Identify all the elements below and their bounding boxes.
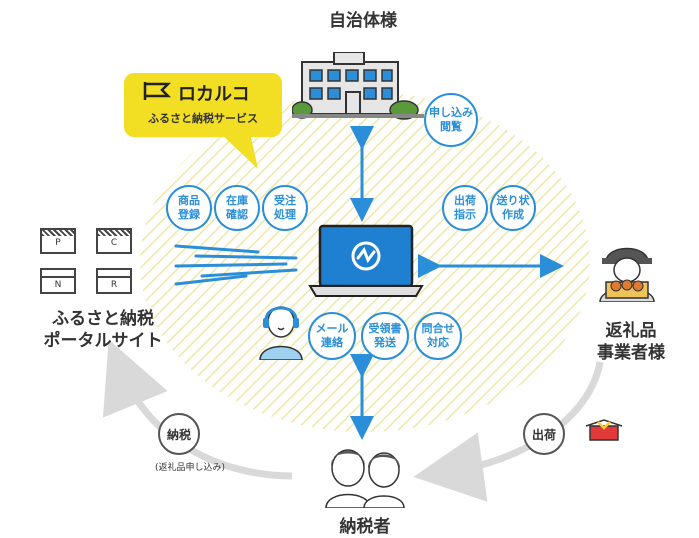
supplier-farmer-icon <box>599 247 655 302</box>
portal-label-line2: ポータルサイト <box>43 331 163 351</box>
task-bubble-email: メール連絡 <box>308 312 356 360</box>
portal-box-n: N <box>40 268 76 294</box>
task-bubble-receipt: 受領書発送 <box>361 312 409 360</box>
portal-label-line1: ふるさと納税 <box>52 309 154 329</box>
tax-payment-badge: 納税 <box>158 413 200 455</box>
callout-tail <box>220 133 258 169</box>
portal-box-r: R <box>96 268 132 294</box>
service-subtitle: ふるさと納税サービス <box>148 112 258 125</box>
portal-box-p: P <box>40 228 76 254</box>
taxpayer-people-icon <box>325 449 405 508</box>
supplier-label-line2: 事業者様 <box>597 343 665 363</box>
portal-site-icons: P C N R <box>40 228 140 300</box>
task-bubble-order-process: 受注処理 <box>262 185 308 231</box>
task-bubble-invoice-create: 送り状作成 <box>490 185 536 231</box>
support-operator-icon <box>259 306 303 360</box>
task-bubble-inquiry: 問合せ対応 <box>414 312 462 360</box>
gift-box-icon <box>585 419 623 441</box>
tax-payment-note: (返礼品申し込み) <box>154 463 226 473</box>
taxpayer-label: 納税者 <box>339 517 391 537</box>
task-bubble-stock-check: 在庫確認 <box>214 185 260 231</box>
laptop-icon <box>308 224 424 297</box>
portal-box-c: C <box>96 228 132 254</box>
municipality-task-bubble: 申し込み閲覧 <box>424 93 478 147</box>
service-logo: ロカルコ <box>142 80 272 105</box>
service-brand: ロカルコ <box>178 84 250 105</box>
shipping-badge: 出荷 <box>523 413 565 455</box>
portal-streak-lines <box>174 244 298 286</box>
task-bubble-ship-instruct: 出荷指示 <box>442 185 488 231</box>
task-bubble-product-register: 商品登録 <box>166 185 212 231</box>
flag-icon <box>143 82 172 100</box>
municipality-label: 自治体様 <box>329 11 397 31</box>
municipality-building-icon <box>292 52 424 120</box>
supplier-label-line1: 返礼品 <box>605 321 657 341</box>
